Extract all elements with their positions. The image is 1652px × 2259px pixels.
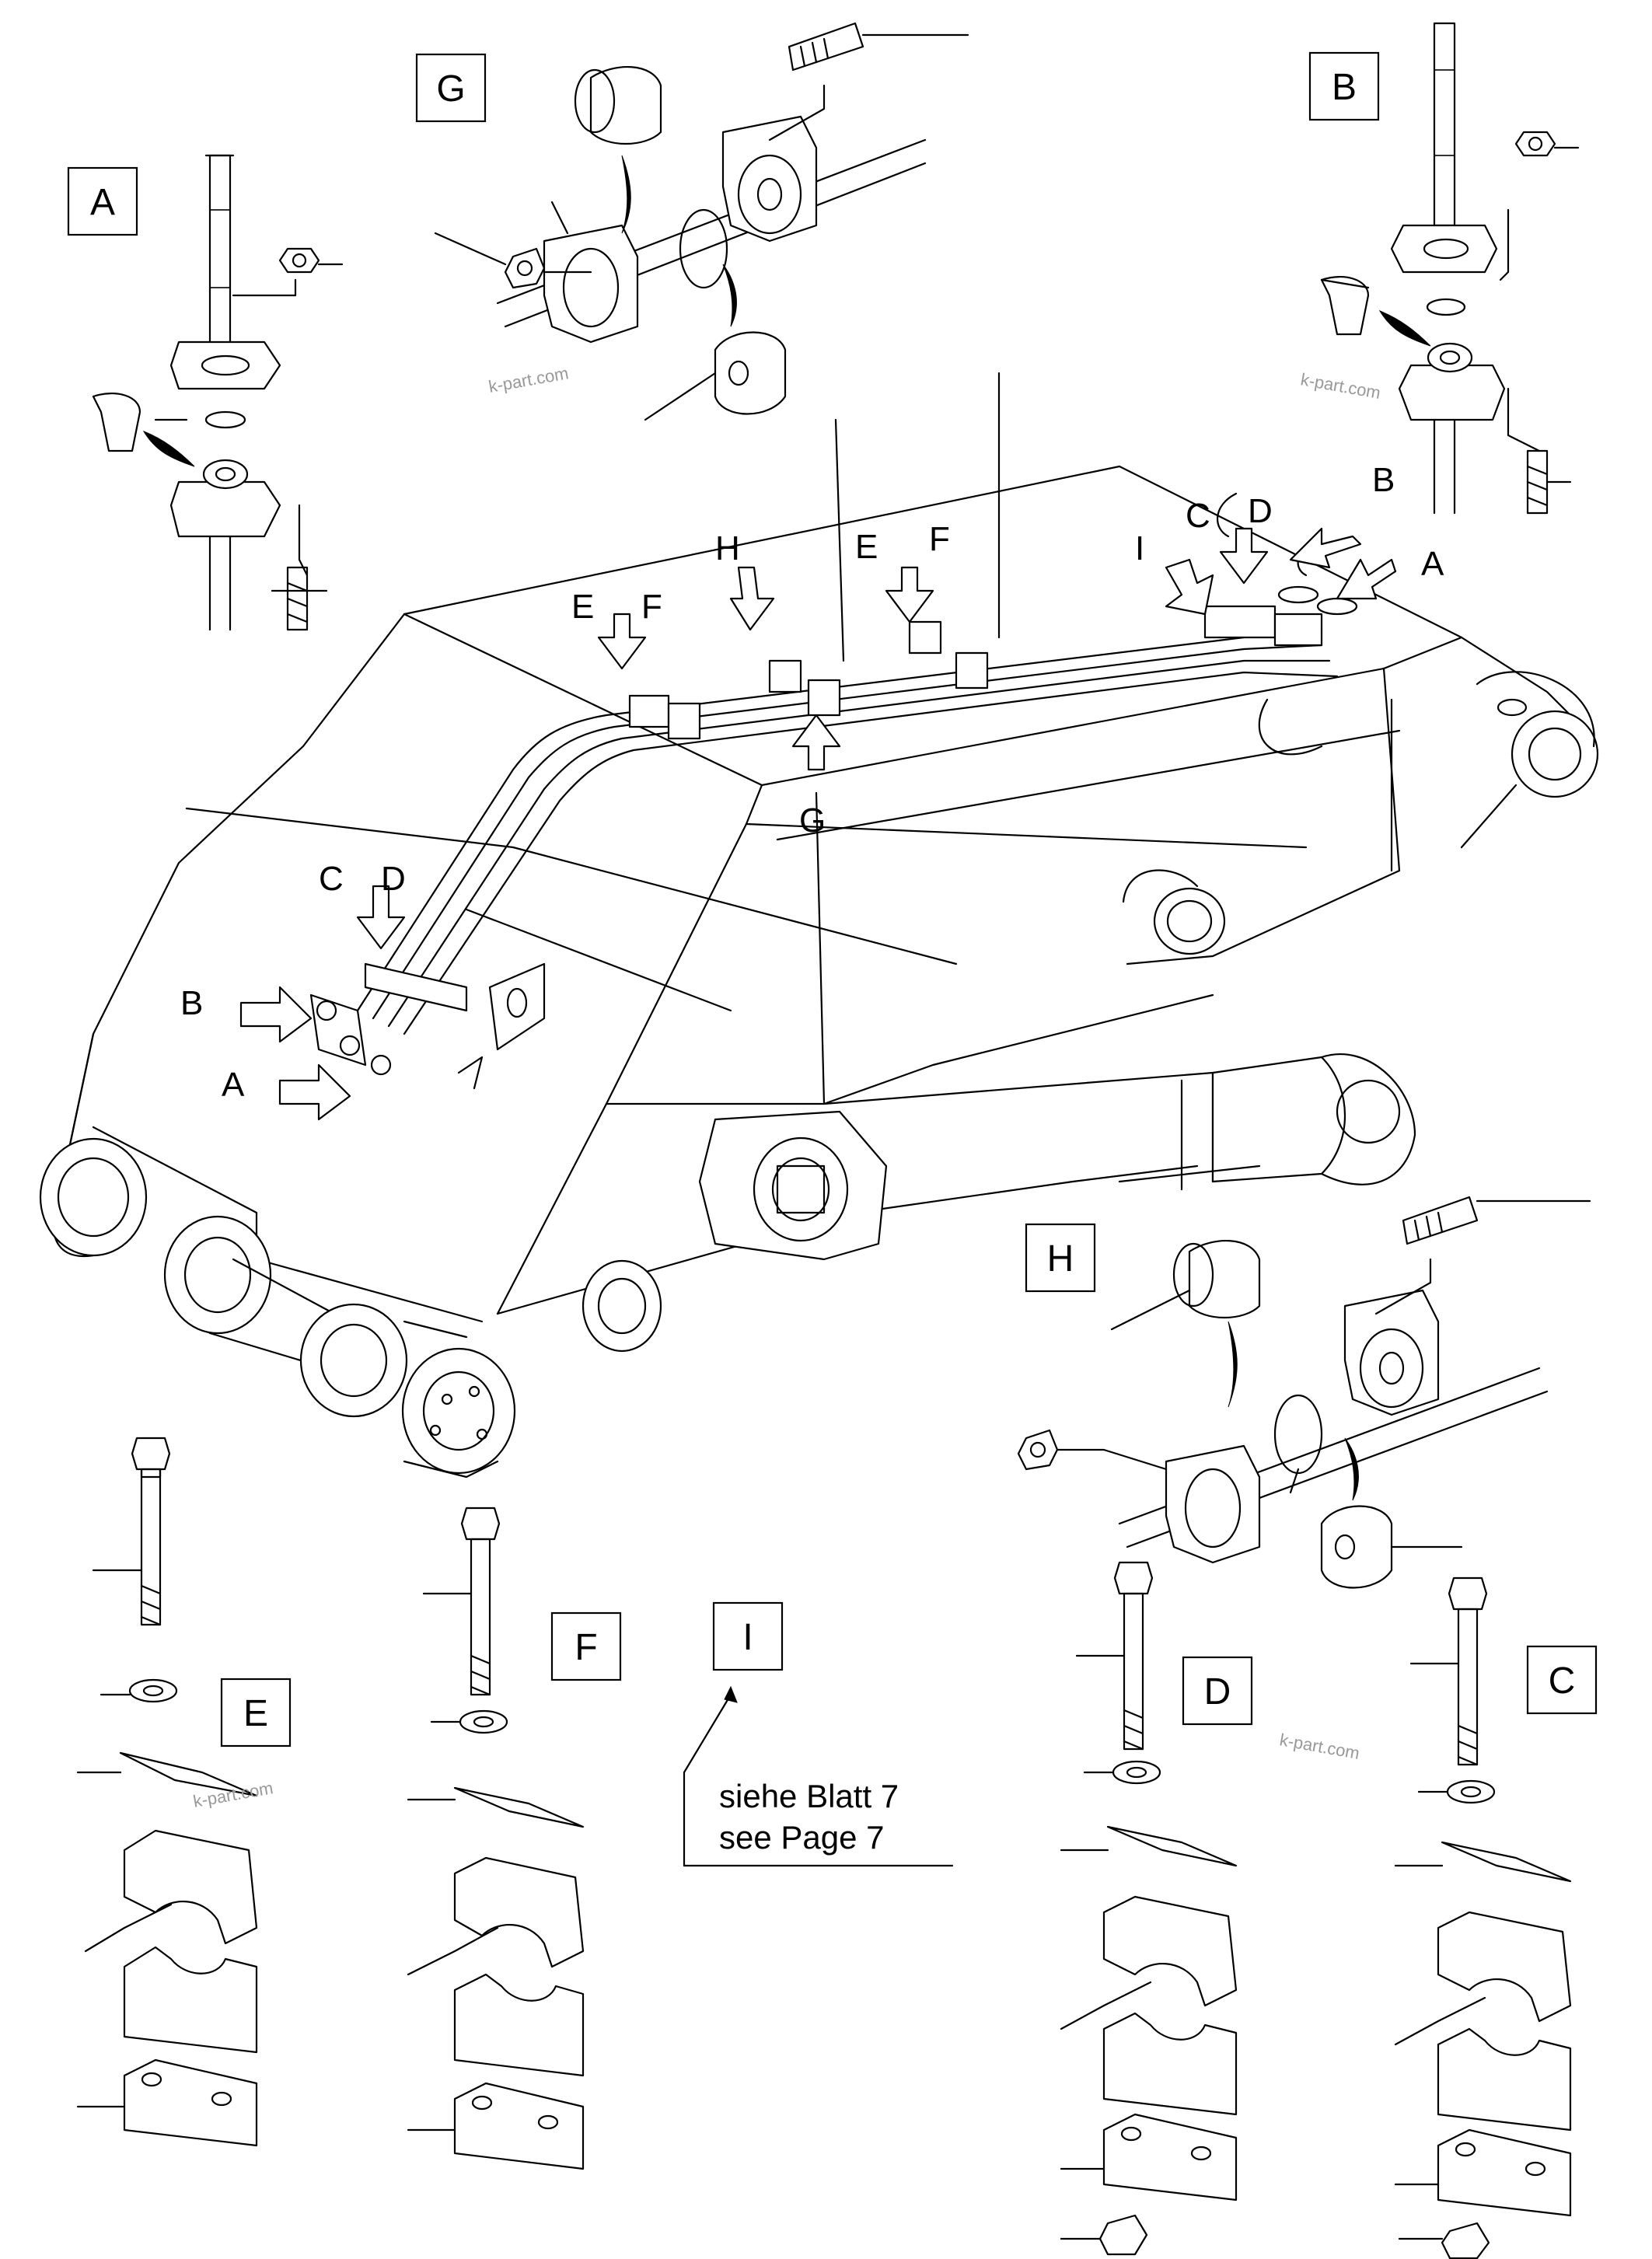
detail-label-c: C xyxy=(1526,1645,1598,1715)
callout-e-mid: E xyxy=(855,528,878,566)
callout-f-mid: F xyxy=(929,520,950,558)
note-line-en: see Page 7 xyxy=(719,1819,885,1856)
callout-c-right: C xyxy=(1186,497,1210,535)
svg-text:E: E xyxy=(243,1693,268,1734)
clamp-stack-f xyxy=(407,1507,585,2170)
clamp-stack-d xyxy=(1060,1561,1238,2256)
detail-a-flange xyxy=(92,154,344,631)
detail-label-d: D xyxy=(1182,1656,1253,1726)
callout-arrows xyxy=(239,527,1397,1121)
detail-b-flange xyxy=(1320,22,1580,515)
detail-g-flange xyxy=(434,22,969,421)
note-line-de: siehe Blatt 7 xyxy=(719,1778,899,1814)
callout-c-left: C xyxy=(319,860,344,898)
boom-assembly xyxy=(39,465,1599,1479)
svg-text:F: F xyxy=(575,1627,597,1668)
svg-text:H: H xyxy=(1047,1238,1074,1280)
callout-e-left: E xyxy=(571,588,594,626)
detail-label-e: E xyxy=(220,1678,292,1747)
detail-label-h: H xyxy=(1025,1223,1096,1293)
callout-d-right: D xyxy=(1248,492,1273,530)
detail-h-flange xyxy=(1017,1196,1591,1589)
svg-text:B: B xyxy=(1332,67,1357,108)
svg-text:C: C xyxy=(1549,1660,1576,1702)
svg-text:D: D xyxy=(1204,1671,1231,1713)
svg-text:G: G xyxy=(436,68,465,110)
watermark: k-part.com xyxy=(487,363,571,396)
detail-label-f: F xyxy=(550,1611,622,1681)
watermark: k-part.com xyxy=(1278,1730,1361,1763)
clamp-stack-e xyxy=(76,1437,258,2147)
watermark: k-part.com xyxy=(1299,369,1382,403)
note-leader xyxy=(683,1685,954,1867)
callout-i-right: I xyxy=(1135,529,1144,567)
detail-label-g: G xyxy=(415,53,487,123)
callout-d-left: D xyxy=(381,860,406,898)
hydraulic-pipe-routing xyxy=(309,372,1358,1105)
callout-b-right: B xyxy=(1372,461,1395,499)
detail-label-b: B xyxy=(1308,51,1380,121)
detail-label-i: I xyxy=(712,1601,784,1671)
svg-text:A: A xyxy=(90,182,115,223)
detail-label-a: A xyxy=(67,166,138,236)
callout-h-top: H xyxy=(715,529,740,567)
clamp-stack-c xyxy=(1394,1576,1572,2259)
callout-a-left: A xyxy=(222,1066,245,1104)
callout-g-low: G xyxy=(799,801,826,840)
svg-text:I: I xyxy=(742,1617,753,1658)
callout-b-left: B xyxy=(180,984,203,1022)
callout-a-right: A xyxy=(1421,545,1444,583)
callout-f-left: F xyxy=(641,588,662,626)
